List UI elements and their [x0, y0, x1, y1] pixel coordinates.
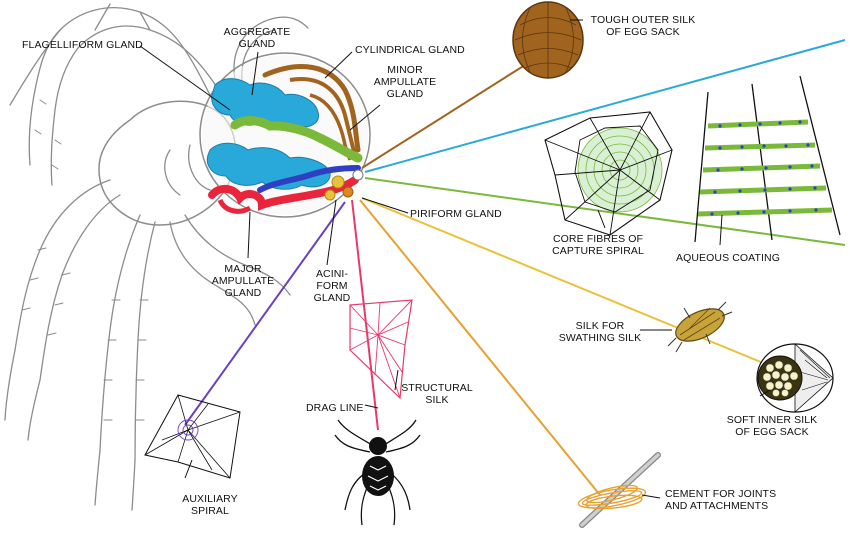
label-tough-outer-silk: TOUGH OUTER SILK OF EGG SACK — [591, 14, 696, 38]
label-piriform-gland: PIRIFORM GLAND — [410, 208, 502, 220]
hanging-spider-icon — [334, 419, 421, 526]
label-line: SWATHING SILK — [558, 332, 642, 344]
cylindrical-gland-shape — [262, 64, 361, 153]
label-line: AND ATTACHMENTS — [665, 500, 769, 512]
major-ampullate-gland-shape — [208, 176, 359, 211]
label-line: AGGREGATE — [223, 26, 291, 38]
label-line: GLAND — [238, 38, 276, 50]
label-drag-line: DRAG LINE — [306, 402, 364, 414]
label-line: SPIRAL — [191, 505, 229, 517]
label-line: STRUCTURAL — [401, 382, 473, 394]
label-line: AMPULLATE — [211, 275, 275, 287]
label-line: SOFT INNER SILK — [726, 414, 818, 426]
label-line: GLAND — [224, 287, 262, 299]
capture-thread-icon — [694, 75, 841, 243]
spider-body-sketch — [4, 3, 371, 511]
auxiliary-web-icon — [144, 394, 241, 479]
wrapped-prey-icon — [667, 301, 733, 353]
cylindrical-gland-shape-2 — [289, 77, 357, 156]
line-aggregate — [364, 177, 846, 246]
label-auxiliary-spiral: AUXILIARY SPIRAL — [182, 493, 238, 517]
label-line: MINOR — [387, 64, 423, 76]
label-line: AMPULLATE — [373, 76, 437, 88]
egg-sack-section-icon — [756, 343, 834, 413]
cement-bundle-icon — [577, 452, 661, 528]
minor-ampullate-gland-shape — [230, 116, 363, 163]
silk-lines — [184, 39, 846, 496]
label-structural-silk: STRUCTURAL SILK — [401, 382, 473, 406]
label-core-fibres: CORE FIBRES OF CAPTURE SPIRAL — [552, 233, 644, 257]
label-aqueous-coating: AQUEOUS COATING — [676, 252, 780, 264]
spinneret — [352, 169, 364, 181]
label-line: CEMENT FOR JOINTS — [665, 488, 777, 500]
label-line: OF EGG SACK — [606, 26, 680, 38]
orb-web-icon — [544, 111, 673, 236]
label-line: MAJOR — [224, 263, 262, 275]
label-swathing-silk: SILK FOR SWATHING SILK — [559, 320, 641, 344]
piriform-gland-shape — [342, 186, 354, 198]
line-auxiliary — [184, 201, 346, 426]
label-cement: CEMENT FOR JOINTS AND ATTACHMENTS — [665, 488, 776, 512]
line-cement — [359, 199, 601, 496]
egg-sack-icon — [512, 1, 584, 79]
aciniform-gland-shape-2 — [324, 189, 336, 201]
structural-web-icon — [349, 299, 413, 400]
label-line: GLAND — [313, 292, 351, 304]
line-drag — [351, 199, 379, 431]
label-line: TOUGH OUTER SILK — [590, 14, 696, 26]
label-line: CORE FIBRES OF — [552, 233, 644, 245]
label-line: GLAND — [386, 88, 424, 100]
label-major-ampullate-gland: MAJOR AMPULLATE GLAND — [212, 263, 275, 299]
cylindrical-gland-shape-3 — [309, 93, 352, 161]
label-line: CAPTURE SPIRAL — [552, 245, 644, 257]
label-cylindrical-gland: CYLINDRICAL GLAND — [355, 44, 465, 56]
aciniform-gland-shape — [331, 175, 345, 189]
label-line: OF EGG SACK — [735, 426, 809, 438]
line-flagelliform — [364, 39, 846, 173]
blue-gland-shape — [257, 165, 361, 193]
label-flagelliform-gland: FLAGELLIFORM GLAND — [22, 39, 143, 51]
label-line: AUXILIARY — [182, 493, 238, 505]
leader-lines — [139, 19, 771, 499]
label-line: FORM — [316, 280, 348, 292]
label-minor-ampullate-gland: MINOR AMPULLATE GLAND — [374, 64, 437, 100]
label-soft-inner-silk: SOFT INNER SILK OF EGG SACK — [727, 414, 818, 438]
line-tough-outer — [361, 64, 526, 169]
line-swathing — [361, 197, 786, 373]
major-ampullate-gland-coil — [217, 198, 252, 214]
label-aciniform-gland: ACINI- FORM GLAND — [314, 268, 351, 304]
label-aggregate-gland: AGGREGATE GLAND — [224, 26, 291, 50]
glands — [206, 64, 364, 214]
label-line: ACINI- — [315, 268, 349, 280]
label-line: SILK — [425, 394, 449, 406]
label-line: SILK FOR — [575, 320, 625, 332]
